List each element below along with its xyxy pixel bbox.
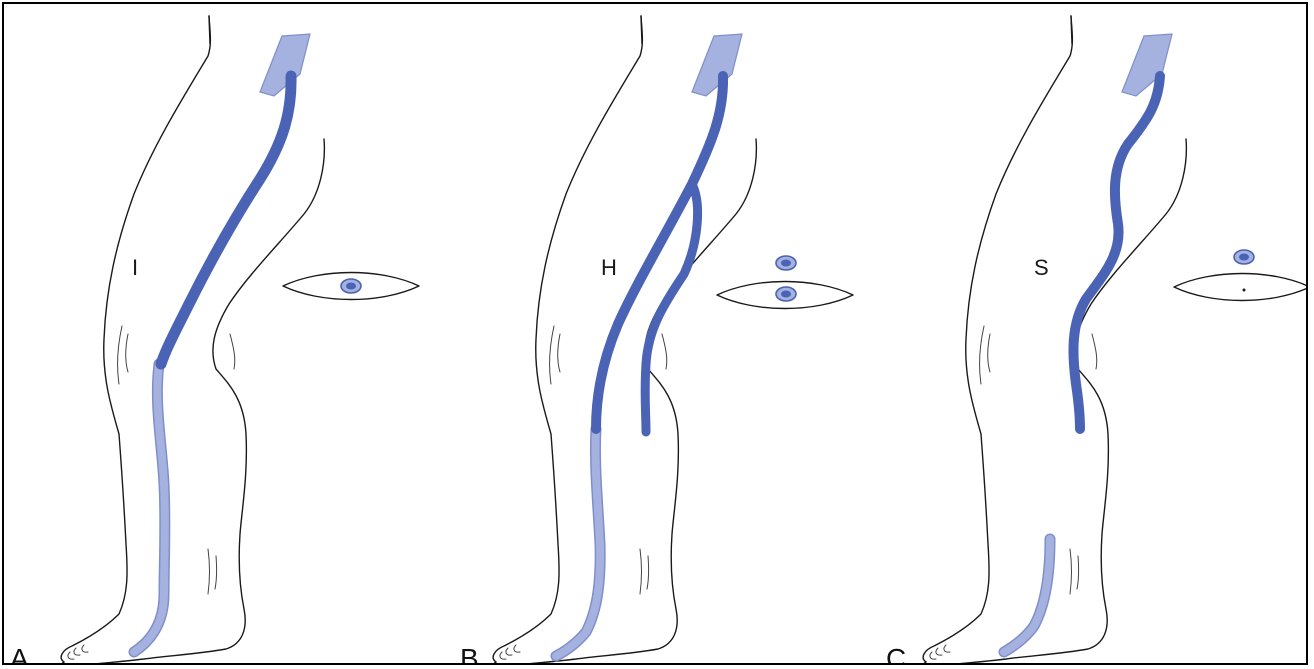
femoral-vein-c: [1122, 34, 1172, 96]
type-label-a: I: [132, 255, 138, 280]
panel-b: H B: [460, 16, 853, 665]
panel-label-a: A: [10, 643, 29, 665]
vein-section-icon: [776, 287, 796, 301]
panel-label-c: C: [886, 643, 906, 665]
vein-section-icon: [1234, 250, 1254, 264]
graft-vein-c: [1073, 76, 1160, 429]
vein-section-icon: [341, 279, 361, 293]
panel-c: S C: [886, 16, 1308, 665]
graft-vein-b-main: [596, 76, 723, 429]
femoral-vein-b: [692, 34, 742, 96]
graft-vein-a: [161, 76, 291, 364]
type-label-c: S: [1034, 255, 1049, 280]
type-label-b: H: [601, 255, 617, 280]
panel-label-b: B: [460, 643, 479, 665]
panel-a: I A: [10, 16, 419, 665]
femoral-vein-a: [260, 34, 310, 96]
cross-section-c: [1174, 274, 1308, 301]
vein-section-icon: [776, 256, 796, 270]
vein-diagram: I A H B S C: [4, 4, 1308, 665]
empty-section-dot: [1243, 289, 1246, 292]
